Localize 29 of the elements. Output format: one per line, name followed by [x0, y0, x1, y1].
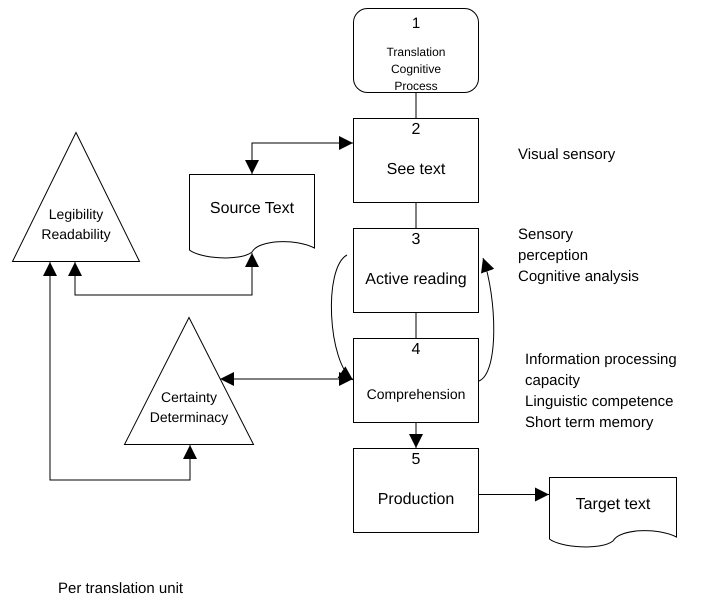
- step-number: 5: [410, 450, 422, 470]
- arrow: [245, 136, 354, 174]
- step-number: 1: [410, 14, 422, 34]
- arrow: [220, 372, 354, 386]
- arrow: [68, 252, 259, 296]
- node-label: Production: [376, 490, 456, 510]
- node-label: Active reading: [364, 270, 468, 290]
- annotation-text: Cognitive analysis: [518, 267, 640, 287]
- node-label: Comprehension: [366, 385, 466, 404]
- annotation-text: Information processing capacity: [525, 350, 678, 391]
- arrow: [478, 258, 494, 382]
- annotation-text: Linguistic competence: [525, 392, 674, 412]
- arrow: [409, 422, 423, 448]
- node-label: Legibility Readability: [40, 204, 112, 244]
- arrow: [478, 488, 550, 502]
- node-label: Translation Cognitive Process: [386, 44, 446, 95]
- arrow: [43, 262, 197, 480]
- note-text: Per translation unit: [58, 579, 184, 598]
- step-number: 4: [410, 340, 422, 360]
- step-number: 3: [410, 230, 422, 250]
- node-label: Certainty Determinacy: [148, 388, 230, 428]
- annotation-text: Visual sensory: [518, 145, 616, 165]
- node-label: See text: [386, 160, 446, 180]
- node-label: Source Text: [208, 199, 296, 219]
- arrow: [330, 254, 354, 380]
- node-label: Target text: [574, 495, 652, 515]
- annotation-text: Short term memory: [525, 413, 654, 433]
- step-number: 2: [410, 120, 422, 140]
- annotation-text: Sensory perception: [518, 225, 590, 266]
